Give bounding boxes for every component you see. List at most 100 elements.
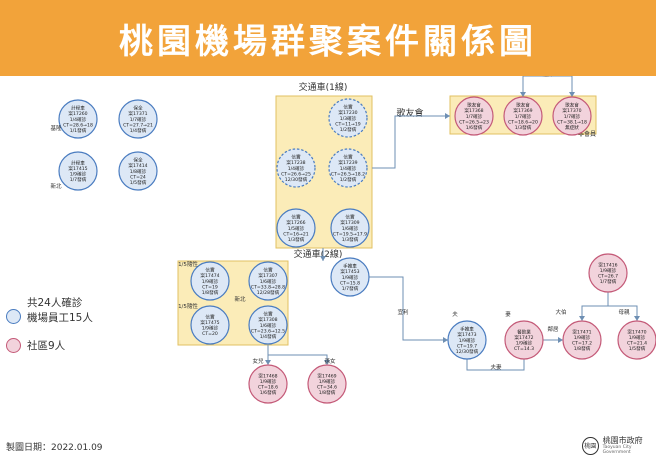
case-text: 1/7確診 xyxy=(515,113,532,120)
case-text: 1/3發病 xyxy=(288,236,305,243)
case-text: 1/9確診 xyxy=(516,340,533,347)
case-text: 保全 xyxy=(133,157,143,164)
legend-blue: 共24人確診 機場員工15人 xyxy=(6,296,93,326)
case-text: 案17473 xyxy=(457,331,476,338)
case-circle xyxy=(503,96,543,136)
relation-label-l_keelung: 基隆 xyxy=(50,124,62,132)
case-text: 1/1發病 xyxy=(70,127,87,134)
case-text: 案17308 xyxy=(258,316,277,323)
case-circle xyxy=(190,261,230,301)
case-circle xyxy=(58,151,98,191)
case-text: CT=27.7→21 xyxy=(123,122,153,128)
case-text: CT=19.7 xyxy=(457,343,477,349)
case-text: 1/7確診 xyxy=(564,113,581,120)
legend-pink: 社區9人 xyxy=(6,338,65,353)
case-text: 案17414 xyxy=(128,162,147,169)
case-text: 1/4確診 xyxy=(288,165,305,172)
case-circle xyxy=(552,96,592,136)
arrow-17472-17471 xyxy=(558,337,563,343)
case-text: 1/3確診 xyxy=(340,115,357,122)
legend-pink-label: 社區9人 xyxy=(27,340,66,352)
relation-label-l_xinbei_mid: 新北 xyxy=(234,295,246,303)
case-text: 案17368 xyxy=(464,107,483,114)
relation-label-l_colleague2: 1/5隨性 xyxy=(178,302,198,310)
case-text: 1/2發病 xyxy=(340,126,357,133)
case-text: 1/9確診 xyxy=(459,337,476,344)
case-text: CT=18.6→20 xyxy=(508,119,538,125)
case-text: CT=19.5→17.9 xyxy=(333,231,367,237)
case-text: 1/8發病 xyxy=(319,389,336,396)
case-text: 案17307 xyxy=(258,272,277,279)
case-text: 案17371 xyxy=(128,110,147,117)
footer-date: 製圖日期：2022.01.09 xyxy=(6,443,103,453)
connector-17308-17469 xyxy=(268,354,328,365)
case-text: 1/6確診 xyxy=(342,225,359,232)
case-text: CT=26.6→25 xyxy=(281,171,311,177)
case-text: 1/9確診 xyxy=(202,325,219,332)
case-text: 1/9確診 xyxy=(574,334,591,341)
case-circle xyxy=(276,208,316,248)
relation-label-l_brother: 姐妹 xyxy=(542,76,554,78)
case-text: 信實 xyxy=(205,313,215,320)
relationship-diagram: 交通車(1線)交通車(2線)歌友會非會員計程車案172601/4確診CT=28.… xyxy=(50,76,656,404)
case-text: 12/28發病 xyxy=(257,289,280,296)
relation-label-l_mother: 母親 xyxy=(618,308,630,316)
relation-label-l_couple: 夫妻 xyxy=(490,363,502,371)
case-text: 案17415 xyxy=(68,165,87,172)
case-text: CT=23.6→12.5 xyxy=(251,328,285,334)
case-text: CT=15.8 xyxy=(340,280,360,286)
group-label-karaoke: 歌友會 xyxy=(396,107,423,119)
relation-label-l_husband: 夫 xyxy=(452,310,458,318)
title-bar: 桃園機場群聚案件關係圖 xyxy=(0,0,656,76)
case-text: 案17474 xyxy=(200,272,219,279)
arrow-17416-17471 xyxy=(579,316,585,321)
relation-label-l_bigbro: 大伯 xyxy=(555,308,566,316)
case-text: CT=11→19 xyxy=(335,121,360,127)
case-text: 1/8確診 xyxy=(130,168,147,175)
case-text: 12/30發病 xyxy=(456,348,479,355)
case-circle xyxy=(248,364,288,404)
case-text: 餐飲業 xyxy=(517,328,531,335)
case-text: CT=21.4 xyxy=(627,341,647,347)
case-text: 保全 xyxy=(133,105,143,112)
seal-icon: 桃園 xyxy=(582,436,599,455)
case-circle xyxy=(617,320,656,360)
case-circle xyxy=(276,148,316,188)
case-text: CT=38.1→18 xyxy=(557,119,587,125)
case-text: 案17468 xyxy=(258,372,277,379)
case-text: 1/7確診 xyxy=(130,116,147,123)
case-text: CT=26.7 xyxy=(598,274,618,280)
case-text: 歌友會 xyxy=(467,102,481,109)
case-circle xyxy=(447,320,487,360)
case-text: 案17470 xyxy=(627,328,646,335)
case-text: CT=20 xyxy=(202,331,218,337)
arrow-karaoke-sibling-b xyxy=(569,92,575,97)
case-text: CT=16→21 xyxy=(283,231,308,237)
connector-17416-17471 xyxy=(581,292,609,321)
case-text: 1/3發病 xyxy=(342,236,359,243)
case-text: 1/5發病 xyxy=(130,179,147,186)
case-text: 1/8發病 xyxy=(574,345,591,352)
case-circle xyxy=(248,305,288,345)
case-text: 手推車 xyxy=(343,263,357,270)
case-circle xyxy=(562,320,602,360)
case-text: 信實 xyxy=(263,267,273,274)
case-text: 1/7發病 xyxy=(342,285,359,292)
case-text: 1/9確診 xyxy=(629,334,646,341)
case-text: 1/9確診 xyxy=(260,378,277,385)
case-text: 案17260 xyxy=(68,110,87,117)
case-text: 1/3發病 xyxy=(515,124,532,131)
arrow-bus1-bus2 xyxy=(320,256,326,261)
